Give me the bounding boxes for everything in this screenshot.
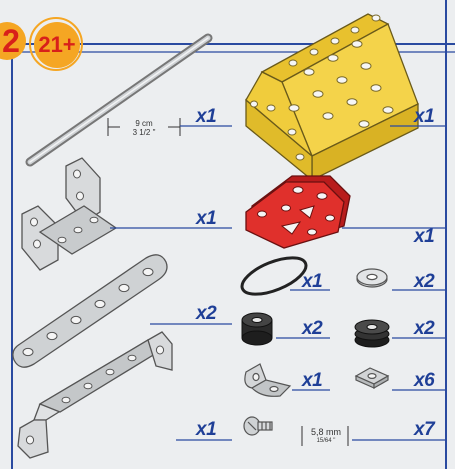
rubber-bush-part xyxy=(242,313,272,345)
rod-length-label: 9 cm 3 1/2 " xyxy=(118,119,170,137)
bolt-qty: x7 xyxy=(414,419,434,441)
pulley-qty: x2 xyxy=(414,318,434,340)
rod-length-metric: 9 cm xyxy=(118,119,170,128)
square-nut-part xyxy=(356,368,388,388)
strip-qty: x2 xyxy=(196,303,216,325)
bolt-length-label: 5,8 mm 15/64 " xyxy=(306,428,346,446)
long-bracket-qty: x1 xyxy=(196,419,216,441)
yellow-plate-qty: x1 xyxy=(414,106,434,128)
washer-qty: x2 xyxy=(414,271,434,293)
bolt-length-metric: 5,8 mm xyxy=(306,428,346,437)
rubber-bush-qty: x2 xyxy=(302,318,322,340)
age-badge-ring xyxy=(29,17,83,71)
o-ring-qty: x1 xyxy=(302,271,322,293)
angle-bracket-part xyxy=(245,364,290,396)
square-nut-qty: x6 xyxy=(414,370,434,392)
grooved-pulley-part xyxy=(355,320,389,347)
yellow-flanged-plate xyxy=(246,14,418,180)
red-triangular-plate xyxy=(246,176,350,248)
angle-bracket-qty: x1 xyxy=(302,370,322,392)
rod-length-imperial: 3 1/2 " xyxy=(118,128,170,137)
bolt-length-imperial: 15/64 " xyxy=(306,437,346,446)
rod-qty: x1 xyxy=(196,106,216,128)
step-number: 2 xyxy=(0,23,20,60)
bolt-part xyxy=(244,417,272,435)
u-bracket-qty: x1 xyxy=(196,208,216,230)
o-ring-part xyxy=(237,250,311,301)
u-bracket-part xyxy=(22,158,116,270)
red-plate-qty: x1 xyxy=(414,226,434,248)
washer-part xyxy=(357,269,387,287)
